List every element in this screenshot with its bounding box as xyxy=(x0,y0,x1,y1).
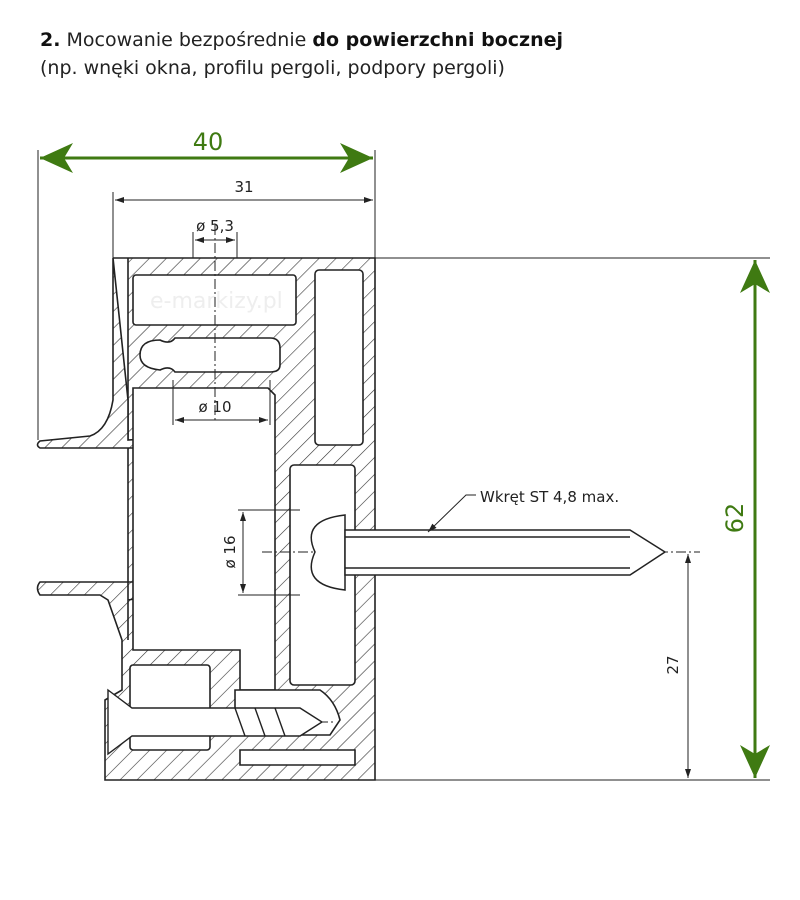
watermark: e-markizy.pl xyxy=(150,289,283,314)
screw xyxy=(310,514,667,591)
countersunk-screw xyxy=(107,688,324,756)
screw-label: Wkręt ST 4,8 max. xyxy=(480,488,619,506)
dim-width-total: 40 xyxy=(193,128,224,156)
dimension-lines xyxy=(37,150,770,781)
dim-hole-large: ø 10 xyxy=(198,398,231,416)
profile-section xyxy=(36,257,376,781)
dim-hole-small: ø 5,3 xyxy=(196,217,234,235)
dim-height-total: 62 xyxy=(721,503,749,534)
dim-hole-side: ø 16 xyxy=(221,535,239,568)
heading-text: Mocowanie bezpośrednie xyxy=(66,29,307,51)
heading-number: 2. xyxy=(40,29,61,51)
heading-subtitle: (np. wnęki okna, profilu pergoli, podpor… xyxy=(40,57,505,79)
heading: 2. Mocowanie bezpośrednie do powierzchni… xyxy=(40,26,563,82)
overall-dimensions xyxy=(40,143,770,778)
heading-bold: do powierzchni bocznej xyxy=(312,29,563,51)
dim-screw-height: 27 xyxy=(664,655,682,674)
dim-width-inner: 31 xyxy=(234,178,253,196)
